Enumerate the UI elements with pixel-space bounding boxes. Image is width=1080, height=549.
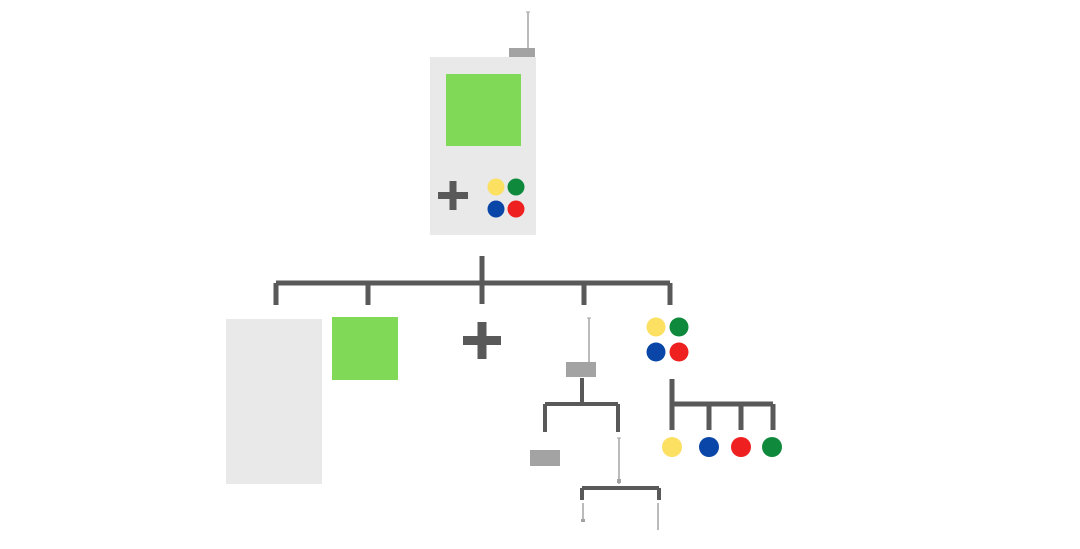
mast-segment-left [581,503,585,522]
device-screen [446,74,521,146]
handheld-console-icon [430,11,536,235]
green-button [507,178,525,196]
yellow-button [487,178,505,196]
part-yellow-button [646,317,666,337]
single-yellow-button [662,437,682,457]
single-green-button [762,437,782,457]
part-buttons-icon [646,317,689,362]
antenna-icon [509,11,535,57]
single-blue-button [699,437,719,457]
blue-button [487,200,505,218]
part-dpad-vertical [477,322,487,359]
antenna-base-part [530,450,560,466]
main-bracket-connector [273,256,673,305]
part-body-shell [226,319,322,484]
mast-segment-left-foot [581,519,585,522]
antenna-bracket-connector [543,378,620,432]
four-color-buttons-icon [487,178,525,218]
part-dpad-icon [463,322,501,359]
part-antenna-icon [566,317,596,377]
part-screen [332,317,398,380]
part-red-button [669,342,689,362]
plus-dpad-icon [438,181,468,210]
dpad-vertical [449,181,457,210]
antenna-mast-part [617,437,621,484]
single-red-button [731,437,751,457]
red-button [507,200,525,218]
part-green-button [669,317,689,337]
buttons-bracket-connector [669,379,776,430]
antenna-mast-part-foot [617,479,621,483]
antenna-base [509,48,535,57]
mast-bracket-connector [580,486,661,500]
part-blue-button [646,342,666,362]
part-antenna-base [566,362,596,377]
